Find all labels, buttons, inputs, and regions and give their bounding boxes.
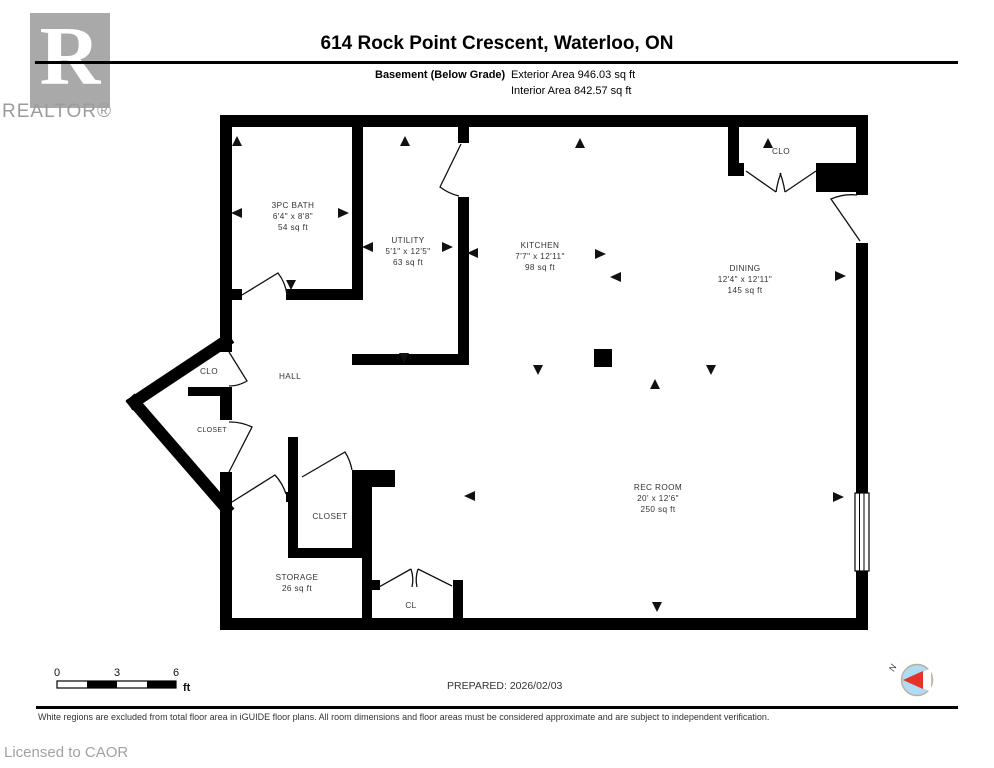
page-title: 614 Rock Point Crescent, Waterloo, ON — [320, 33, 674, 54]
room-dims-bath: 6'4" x 8'8" — [273, 212, 313, 221]
room-label-kitchen: KITCHEN — [521, 241, 560, 250]
realtor-wordmark: REALTOR® — [2, 101, 112, 122]
license-text: Licensed to CAOR — [4, 744, 129, 761]
utility-door-arc — [439, 143, 462, 197]
north-arrow-icon: N — [887, 662, 934, 697]
scale-unit: ft — [183, 682, 191, 694]
north-arrow-label: N — [887, 662, 899, 673]
room-label-closet-entry: CLOSET — [197, 427, 227, 434]
room-dims-rec-room: 20' x 12'6" — [637, 494, 679, 503]
room-area-kitchen: 98 sq ft — [525, 263, 555, 272]
room-area-rec-room: 250 sq ft — [640, 505, 675, 514]
room-area-bath: 54 sq ft — [278, 223, 308, 232]
room-dims-dining: 12'4" x 12'11" — [718, 275, 772, 284]
dimension-arrows — [231, 136, 846, 612]
room-label-dining: DINING — [729, 264, 760, 273]
room-area-dining: 145 sq ft — [727, 286, 762, 295]
clo-top-right-bifold-doors — [745, 170, 817, 193]
hall-closet-door-arc — [231, 474, 287, 503]
scale-tick-6: 6 — [173, 667, 179, 679]
window-symbol — [854, 492, 870, 572]
room-label-clo-entry: CLO — [200, 367, 218, 376]
room-dims-utility: 5'1" x 12'5" — [385, 247, 430, 256]
room-label-closet-lower: CLOSET — [312, 512, 347, 521]
walls — [125, 115, 868, 630]
closet-entry-door-arc — [228, 421, 253, 473]
room-label-bath: 3PC BATH — [272, 201, 315, 210]
room-label-rec-room: REC ROOM — [634, 483, 682, 492]
kitchen-column — [594, 349, 612, 367]
scale-bar: 0 3 6 ft — [54, 667, 191, 694]
title-underline — [35, 61, 958, 64]
bath-door-arc — [241, 272, 288, 296]
disclaimer-text: White regions are excluded from total fl… — [38, 712, 770, 722]
realtor-logo: R — [30, 10, 110, 108]
interior-area-label: Interior Area 842.57 sq ft — [511, 85, 632, 97]
room-label-cl: CL — [405, 601, 416, 610]
scale-tick-0: 0 — [54, 667, 60, 679]
room-label-utility: UTILITY — [391, 236, 424, 245]
room-label-hall: HALL — [279, 372, 301, 381]
cl-double-doors — [378, 568, 453, 588]
room-label-storage: STORAGE — [276, 573, 319, 582]
floor-label: Basement (Below Grade) — [375, 69, 506, 81]
doors — [228, 143, 861, 588]
room-area-utility: 63 sq ft — [393, 258, 423, 267]
scale-tick-3: 3 — [114, 667, 120, 679]
closet-lower-door-arc — [301, 451, 353, 478]
room-label-clo-top-right: CLO — [772, 147, 790, 156]
entry-door-arc — [830, 194, 861, 242]
room-area-storage: 26 sq ft — [282, 584, 312, 593]
exterior-area-label: Exterior Area 946.03 sq ft — [511, 69, 636, 81]
realtor-logo-letter: R — [39, 10, 101, 103]
prepared-date-label: PREPARED: 2026/02/03 — [447, 680, 563, 692]
room-dims-kitchen: 7'7" x 12'11" — [515, 252, 565, 261]
footer-divider — [36, 706, 958, 709]
clo-entry-door-arc — [228, 351, 248, 387]
